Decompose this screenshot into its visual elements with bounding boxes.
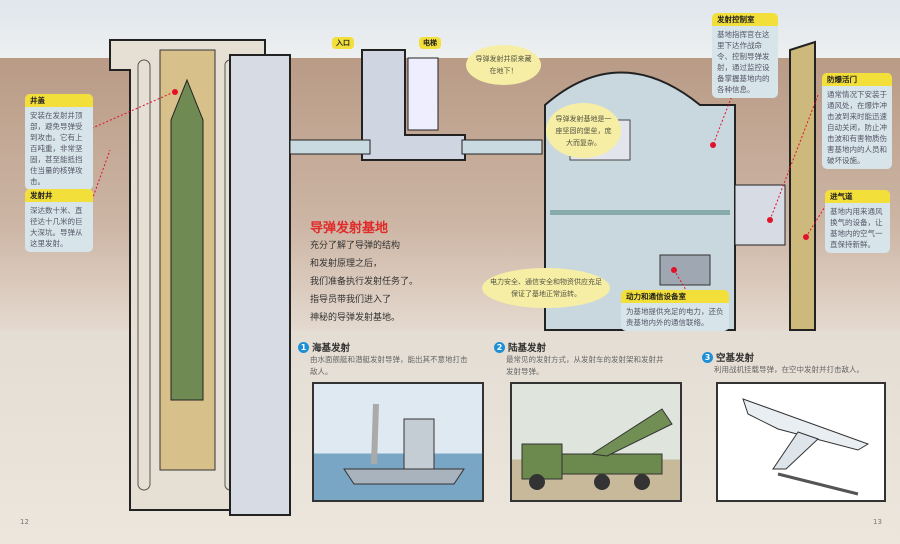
section-title: 陆基发射: [508, 343, 547, 354]
blast-door-chamber: [734, 184, 786, 246]
warship-illustration: [312, 382, 484, 502]
callout-well-cover: 井盖安装在发射井顶部，避免导弹受到攻击。它有上百吨重，非常坚固，甚至能抵挡住当量…: [25, 94, 93, 190]
tunnel: [289, 139, 371, 155]
callout-text: 基地指挥官在这里下达作战命令、控制导弹发射，通过监控设备掌握基地内的各种信息。: [717, 30, 770, 94]
marker-dot: [767, 217, 773, 223]
air-intake-shaft: [789, 40, 816, 331]
silo-annex: [229, 54, 291, 516]
label-elevator: 电梯: [419, 37, 441, 49]
marker-dot: [172, 89, 178, 95]
callout-text: 安装在发射井顶部，避免导弹受到攻击。它有上百吨重，非常坚固，甚至能抵挡住当量的核…: [30, 111, 83, 186]
fighter-jet-drawing: [742, 398, 870, 496]
entrance-building: [361, 49, 466, 161]
number-badge: 1: [298, 341, 309, 353]
number-badge: 2: [494, 341, 505, 353]
callout-title: 发射控制室: [712, 13, 778, 26]
intro-line: 和发射原理之后，: [310, 259, 383, 269]
callout-text: 为基地提供充足的电力，还负责基地内外的通信联络。: [626, 307, 724, 327]
callout-title: 发射井: [25, 189, 93, 202]
marker-dot: [710, 142, 716, 148]
intro-line: 充分了解了导弹的结构: [310, 241, 401, 251]
marker-dot: [671, 267, 677, 273]
floor-divider: [550, 210, 730, 215]
launcher-truck-illustration: [510, 382, 682, 502]
speech-bubble: 导弹发射基地是一座坚固的堡垒，庞大而复杂。: [546, 103, 621, 158]
section-title: 海基发射: [312, 343, 351, 354]
callout-text: 基地内用来通风换气的设备，让基地内的空气一直保持新鲜。: [830, 207, 883, 249]
speech-bubble: 导弹发射井原来藏在地下！: [466, 45, 541, 85]
silo-pipe: [137, 59, 151, 491]
page-number-right: 13: [873, 518, 882, 526]
callout-power-room: 动力和通信设备室为基地提供充足的电力，还负责基地内外的通信联络。: [621, 290, 729, 331]
callout-text: 通常情况下安装于通风处，在爆炸冲击波到来时能迅速自动关闭，防止冲击波和有害物质伤…: [827, 90, 887, 165]
callout-title: 防爆活门: [822, 73, 892, 86]
page-number-left: 12: [20, 518, 29, 526]
callout-blast-door: 防爆活门通常情况下安装于通风处，在爆炸冲击波到来时能迅速自动关闭，防止冲击波和有…: [822, 73, 892, 169]
intro-text: 充分了解了导弹的结构 和发射原理之后， 我们准备执行发射任务了。 指导员带我们进…: [310, 237, 450, 327]
missile: [170, 78, 204, 401]
section-text: 最常见的发射方式，从发射车的发射架和发射井发射导弹。: [506, 355, 664, 376]
callout-title: 动力和通信设备室: [621, 290, 729, 303]
label-entrance: 入口: [332, 37, 354, 49]
callout-title: 进气道: [825, 190, 890, 203]
callout-title: 井盖: [25, 94, 93, 107]
leader-line: [91, 149, 111, 201]
callout-control-room: 发射控制室基地指挥官在这里下达作战命令、控制导弹发射，通过监控设备掌握基地内的各…: [712, 13, 778, 98]
section-text: 利用战机挂载导弹，在空中发射并打击敌人。: [714, 365, 864, 374]
page-title: 导弹发射基地: [310, 221, 389, 236]
speech-bubble: 电力安全、通信安全和物资供应充足保证了基地正常运转。: [482, 268, 610, 308]
power-equipment: [659, 254, 711, 286]
section-title: 空基发射: [716, 353, 755, 364]
tunnel: [461, 139, 543, 155]
callout-air-intake: 进气道基地内用来通风换气的设备，让基地内的空气一直保持新鲜。: [825, 190, 890, 253]
callout-launch-well: 发射井深达数十米、直径达十几米的巨大深坑。导弹从这里发射。: [25, 189, 93, 252]
marker-dot: [803, 234, 809, 240]
launcher-truck-drawing: [521, 408, 673, 490]
number-badge: 3: [702, 351, 713, 363]
intro-line: 我们准备执行发射任务了。: [310, 277, 419, 287]
section-text: 由水面舰艇和潜艇发射导弹，能出其不意地打击敌人。: [310, 355, 468, 376]
warship-drawing: [343, 403, 465, 485]
intro-line: 指导员带我们进入了: [310, 295, 392, 305]
callout-text: 深达数十米、直径达十几米的巨大深坑。导弹从这里发射。: [30, 206, 83, 248]
intro-line: 神秘的导弹发射基地。: [310, 313, 401, 323]
fighter-jet-illustration: [716, 382, 886, 502]
elevator-shaft: [407, 57, 439, 131]
